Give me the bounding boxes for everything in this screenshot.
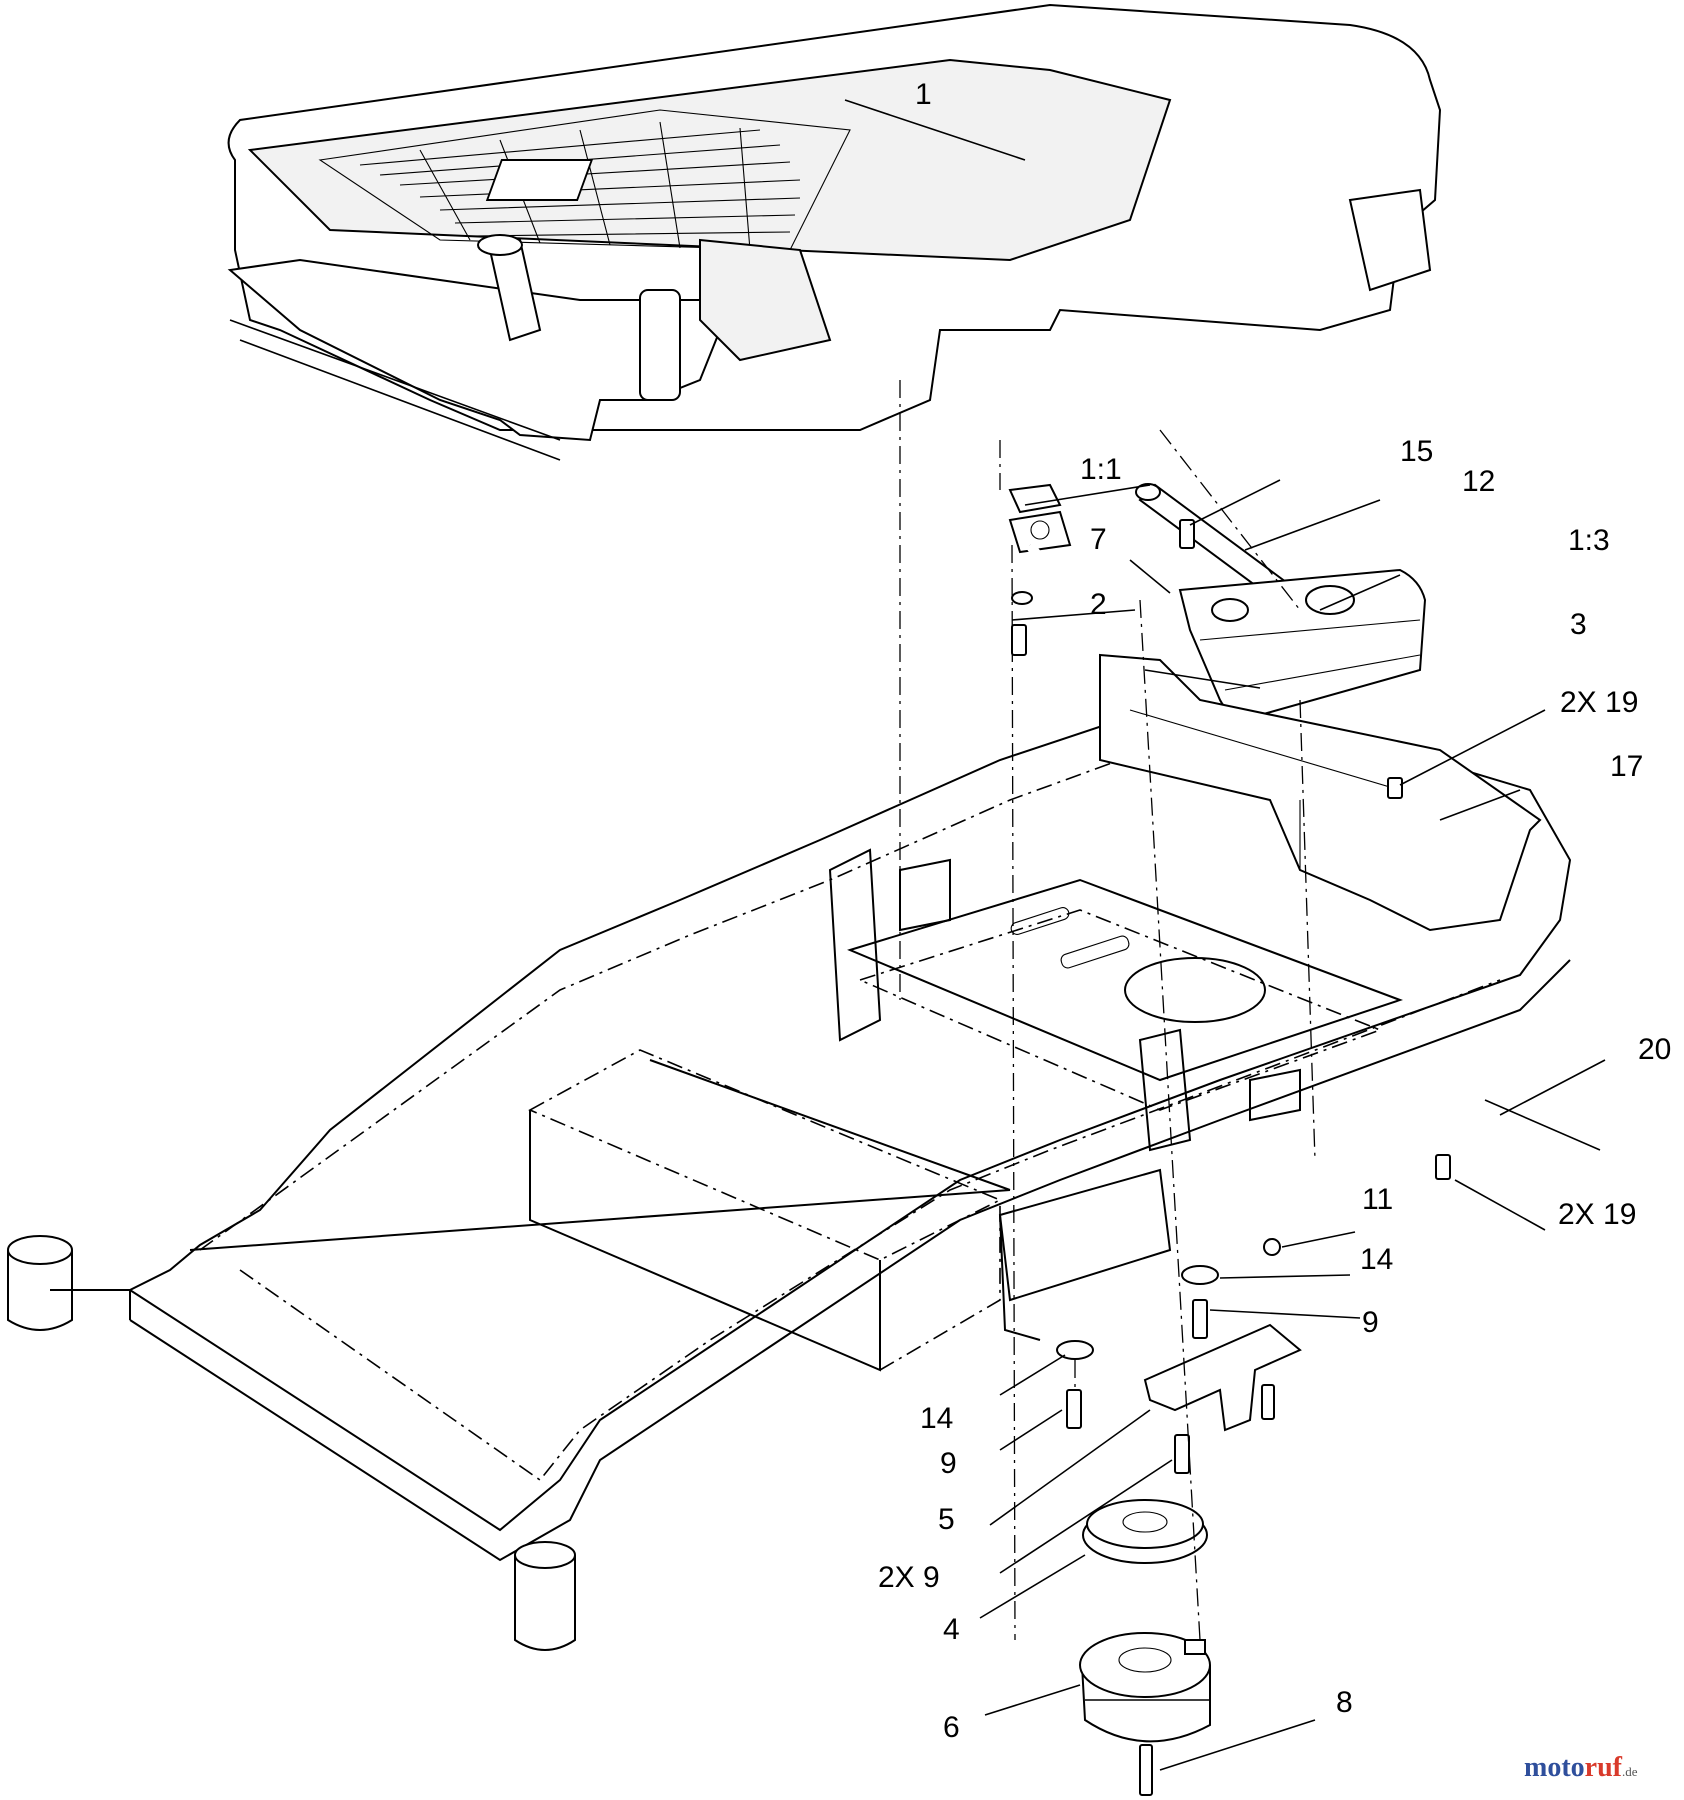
callout-15: 15: [1400, 435, 1434, 468]
alignment-lines: [899, 380, 1316, 1641]
engine: [227, 3, 1442, 461]
callout-20: 20: [1638, 1033, 1672, 1066]
callout-1-1: 1:1: [1080, 453, 1122, 486]
callout-9-upper: 9: [1362, 1306, 1379, 1339]
callout-2: 2: [1090, 588, 1107, 621]
exhaust-assembly: [1008, 483, 1427, 717]
callout-2x19-lower: 2X 19: [1558, 1198, 1637, 1231]
watermark-part1: moto: [1524, 1752, 1585, 1783]
callout-2x9: 2X 9: [878, 1561, 940, 1594]
watermark-part2: ruf: [1584, 1752, 1622, 1783]
callout-6: 6: [943, 1711, 960, 1744]
callout-3: 3: [1570, 608, 1587, 641]
callout-2x19-upper: 2X 19: [1560, 686, 1639, 719]
callout-12: 12: [1462, 465, 1496, 498]
callout-11: 11: [1362, 1183, 1394, 1216]
watermark-logo: motoruf.de: [1524, 1752, 1638, 1784]
mower-frame: [7, 718, 1572, 1651]
callout-1: 1: [915, 78, 932, 111]
callout-8: 8: [1336, 1686, 1353, 1719]
heat-shield: [1099, 653, 1542, 932]
callout-1-3: 1:3: [1568, 524, 1610, 557]
callout-7: 7: [1090, 523, 1107, 556]
callout-14-lower: 14: [920, 1402, 954, 1435]
callout-14-upper: 14: [1360, 1243, 1394, 1276]
watermark-suffix: .de: [1621, 1764, 1638, 1779]
leader-lines: [844, 99, 1606, 1771]
callout-17: 17: [1610, 750, 1644, 783]
callout-5: 5: [938, 1503, 955, 1536]
callout-9-lower: 9: [940, 1447, 957, 1480]
lower-parts: [1056, 1099, 1601, 1796]
callout-4: 4: [943, 1613, 960, 1646]
